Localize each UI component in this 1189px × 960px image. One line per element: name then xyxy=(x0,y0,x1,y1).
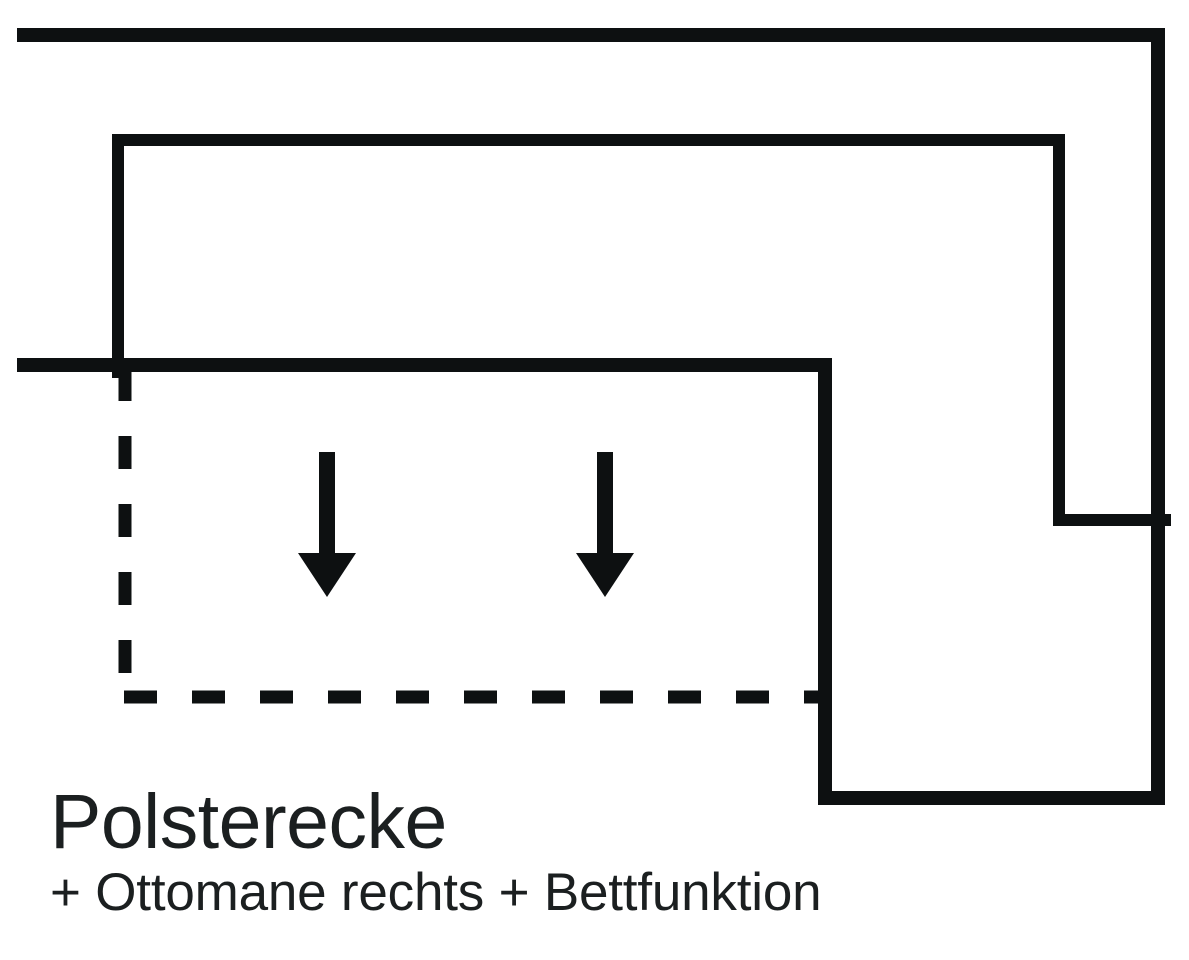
product-caption: Polsterecke + Ottomane rechts + Bettfunk… xyxy=(50,782,1110,922)
sofa-outer-outline xyxy=(17,28,1165,805)
ottomane-direction-arrow-left xyxy=(298,452,356,597)
ottomane-direction-arrow-right xyxy=(576,452,634,597)
product-subtitle: + Ottomane rechts + Bettfunktion xyxy=(50,863,822,922)
sofa-inner-backrest-outline xyxy=(112,134,1171,526)
product-title: Polsterecke xyxy=(50,779,447,865)
